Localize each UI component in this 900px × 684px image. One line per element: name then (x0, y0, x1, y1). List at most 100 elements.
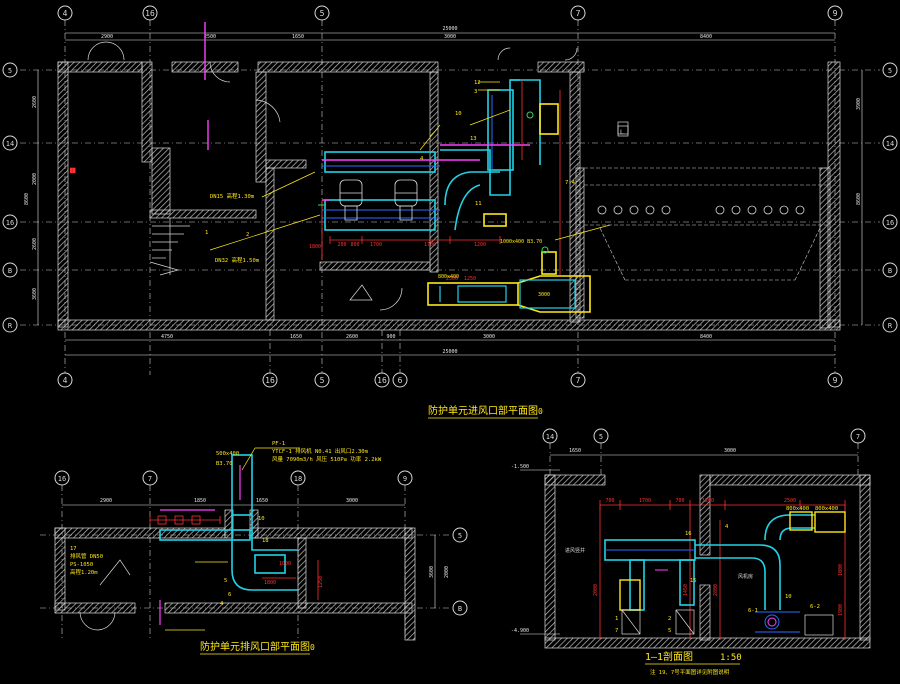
main-dim-1200: 1200 (474, 242, 486, 248)
svg-text:██: ██ (69, 167, 76, 174)
sec-label-15: 15 (690, 578, 697, 584)
sec-duct-2: 800x400 (815, 506, 838, 512)
grid-left-3: 16 (6, 219, 14, 227)
grid-bottom-3: 5 (320, 376, 325, 385)
main-dim-200: 200 (337, 242, 346, 248)
sec-grid-2: 5 (599, 433, 603, 441)
main-duct-800x400: 800x400 (438, 274, 459, 280)
sec-dim-8: 2000 (593, 584, 599, 596)
sec-grid-1: 14 (546, 433, 554, 441)
grid-right-5: R (888, 322, 893, 330)
grid-right-1: 5 (888, 67, 892, 75)
sec-elev-top: -1.500 (511, 464, 529, 470)
dim-left-5: 3600 (32, 288, 38, 300)
dim-bottom-3: 2600 (346, 334, 358, 340)
dim-right-1: 3900 (856, 98, 862, 110)
dim-bottom-4: 900 (386, 334, 395, 340)
ll-grid-right-1: 5 (458, 532, 462, 540)
ll-grid-right-2: B (458, 605, 462, 613)
grid-top-3: 5 (320, 9, 325, 18)
dim-top-4: 3000 (444, 34, 456, 40)
ll-dim-1800: 1800 (264, 580, 276, 586)
ll-dim-2000: 2000 (444, 566, 450, 578)
grid-bottom-5: 6 (398, 376, 403, 385)
main-note-dn15: DN15 高程1.30m (210, 192, 255, 200)
grid-bottom-7: 9 (833, 376, 838, 385)
grid-left-2: 14 (6, 140, 14, 148)
dim-bottom-1: 4750 (161, 334, 173, 340)
grid-bottom-1: 4 (63, 376, 68, 385)
ll-dim-3: 1650 (256, 498, 268, 504)
main-label-11: 11 (475, 201, 482, 207)
sec-dim-top-1: 1650 (569, 448, 581, 454)
ll-callout-1: PF-1 (272, 441, 285, 447)
sec-grid-3: 7 (856, 433, 860, 441)
ll-label-6: 6 (228, 592, 231, 598)
sec-dim-4: 1200 (702, 498, 714, 504)
main-dim-2500: 2500 (446, 276, 458, 282)
sec-dim-12: 1900 (838, 604, 844, 616)
sec-dim-2: 1700 (639, 498, 651, 504)
ll-plan-title-suffix: 0 (310, 643, 315, 652)
grid-left-5: R (8, 322, 13, 330)
main-plan: 4 16 5 7 9 4 16 5 16 6 7 9 (2, 5, 898, 419)
dim-total-top: 25000 (442, 26, 457, 32)
grid-top-1: 4 (63, 9, 68, 18)
dim-top-1: 2900 (101, 34, 113, 40)
main-label-3: 3 (474, 89, 477, 95)
sec-label-61: 6-1 (748, 608, 758, 614)
main-plan-title-suffix: 0 (538, 407, 543, 416)
ll-label-10: 10 (258, 516, 265, 522)
grid-left-4: B (8, 267, 12, 275)
main-note-dn32: DN32 高程1.50m (215, 256, 260, 264)
ll-dim-1: 2900 (100, 498, 112, 504)
main-label-12: 12 (474, 80, 481, 86)
ll-label-ps: PS-1050 (70, 562, 93, 568)
ll-plan-title: 防护单元排风口部平面图 (200, 640, 310, 653)
ll-dim-4: 3000 (346, 498, 358, 504)
grid-right-3: 16 (886, 219, 894, 227)
ll-label-4: 4 (220, 601, 224, 607)
sec-label-62: 6-2 (810, 604, 820, 610)
section-scale: 1:50 (720, 653, 742, 663)
ll-duct-size: 500x400 (216, 451, 239, 457)
ll-callout-3: 风量 7090m3/h 风压 510Pa 功率 2.2kW (272, 455, 382, 463)
lower-left-plan: 16 7 18 9 5 B 2900 1850 1650 3000 (40, 441, 468, 655)
dim-bottom-2: 1650 (290, 334, 302, 340)
grid-bottom-6: 7 (576, 376, 581, 385)
main-label-1: 1 (205, 230, 208, 236)
sec-room-shaft: 进风竖井 (565, 547, 585, 554)
grid-top-5: 9 (833, 9, 838, 18)
sec-dim-1: 700 (605, 498, 614, 504)
main-label-4: 4 (420, 156, 424, 162)
main-label-74: 7:4 (565, 180, 576, 186)
grid-left-1: 5 (8, 67, 12, 75)
main-dim-1700b: 1700 (424, 242, 436, 248)
section-title: 1—1剖面图 (645, 650, 693, 663)
main-label-10: 10 (455, 111, 462, 117)
grid-bottom-2: 16 (265, 376, 275, 385)
main-dim-800: 800 (350, 242, 359, 248)
dim-left-4: 8600 (24, 193, 30, 205)
main-duct-1000x400: 1000x400 B3.70 (500, 239, 542, 245)
sec-dim-10: 2800 (713, 584, 719, 596)
ll-grid-top-4: 9 (403, 475, 407, 483)
ll-dim-2: 1850 (194, 498, 206, 504)
ll-dim-3600: 3600 (429, 566, 435, 578)
ll-label-18: 18 (262, 538, 269, 544)
section-note: 注 19、7号平面图详见附图说明 (650, 668, 730, 676)
ll-dim-1000: 1000 (279, 561, 291, 567)
dim-left-1: 2600 (32, 96, 38, 108)
grid-bottom-4: 16 (377, 376, 387, 385)
dim-top-3: 1650 (292, 34, 304, 40)
sec-label-10: 10 (785, 594, 792, 600)
dim-top-2: 2500 (204, 34, 216, 40)
grid-right-4: B (888, 267, 892, 275)
sec-label-1: 1 (615, 616, 618, 622)
ll-label-17: 17 (70, 546, 77, 552)
dim-left-3: 2600 (32, 238, 38, 250)
ll-duct-elev: B3.70 (216, 461, 233, 467)
dim-right-2: 8600 (856, 193, 862, 205)
dim-top-5: 8400 (700, 34, 712, 40)
